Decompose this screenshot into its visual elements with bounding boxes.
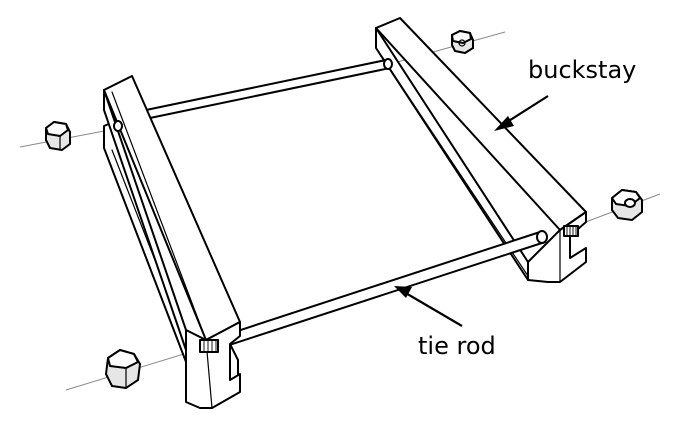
buckstay-label: buckstay [528, 56, 636, 84]
tie-rod-upper [145, 58, 393, 119]
tie-rod-lower-thread-left [199, 339, 219, 353]
hex-nut-icon [611, 189, 643, 221]
tie-rod-label: tie rod [418, 332, 496, 360]
tie-rod-upper-left-end [113, 120, 123, 132]
tie-rod-lower-end [536, 230, 548, 244]
thread-right-body [563, 225, 579, 237]
buckstay-right-inner-edge [375, 47, 529, 277]
arrow-icon [494, 116, 514, 131]
buckstay-right [375, 17, 587, 283]
hex-nut-icon [451, 30, 474, 54]
buckstay-arrow-line [503, 95, 549, 125]
tie-rod-callout: tie rod [394, 286, 496, 360]
arrow-icon [394, 286, 412, 298]
tie-rod-arrow-line [403, 291, 463, 327]
buckstay-left-flange-edge [111, 91, 207, 341]
hex-nut-icon [45, 121, 71, 151]
tie-rod-upper-end [383, 58, 393, 70]
tie-rod-lower [209, 225, 579, 351]
thread-left-body [199, 339, 219, 353]
tie-rod-upper-body [145, 59, 391, 119]
buckstay-callout: buckstay [494, 56, 636, 131]
hex-nut-icon [105, 349, 141, 389]
buckstay-left [103, 75, 241, 409]
tie-rod-lower-thread-right [563, 225, 579, 237]
tie-rod-upper-left-tip [113, 120, 123, 132]
